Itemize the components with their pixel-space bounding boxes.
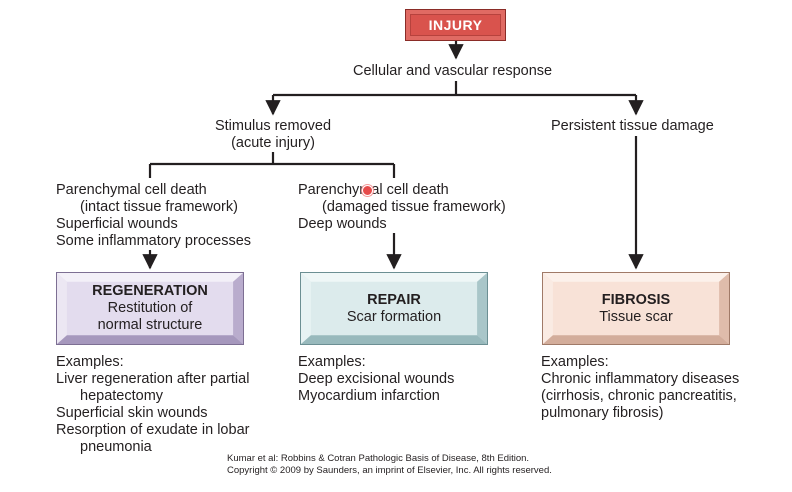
example-line: hepatectomy [80,388,164,404]
cellular-vascular-response: Cellular and vascular response [353,63,553,79]
regeneration-conditions: Parenchymal cell death (intact tissue fr… [56,182,251,250]
fibrosis-box-bevel [543,273,729,344]
copyright-notice: Copyright © 2009 by Saunders, an imprint… [227,465,552,476]
example-line: Examples: [56,354,124,370]
source-citation: Kumar et al: Robbins & Cotran Pathologic… [227,453,530,464]
repair-box-bevel [301,273,487,344]
regeneration-examples: Examples: Liver regeneration after parti… [56,354,249,456]
regeneration-box: REGENERATION Restitution of normal struc… [56,272,244,345]
example-line: (cirrhosis, chronic pancreatitis, [541,388,737,404]
regeneration-title: REGENERATION [92,283,208,299]
condition-line: Parenchymal cell death [298,182,449,198]
injury-label: INJURY [410,14,501,36]
condition-line: (damaged tissue framework) [322,199,506,215]
example-line: Chronic inflammatory diseases [541,371,740,387]
regeneration-line2: normal structure [97,317,203,333]
fibrosis-examples: Examples: Chronic inflammatory diseases … [541,354,739,422]
example-line: Examples: [298,354,366,370]
regeneration-box-face: REGENERATION Restitution of normal struc… [67,282,233,335]
example-line: pulmonary fibrosis) [541,405,664,421]
condition-line: Some inflammatory processes [56,233,252,249]
repair-conditions: Parenchymal cell death (damaged tissue f… [298,182,506,233]
fibrosis-box: FIBROSIS Tissue scar [542,272,730,345]
stimulus-removed-line1: Stimulus removed [214,118,332,134]
condition-line: Superficial wounds [56,216,178,232]
repair-box-face: REPAIR Scar formation [311,282,477,335]
repair-examples: Examples: Deep excisional wounds Myocard… [298,354,454,405]
regeneration-line1: Restitution of [107,300,193,316]
pointer-cursor-icon [362,185,373,196]
fibrosis-title: FIBROSIS [601,291,671,308]
repair-title: REPAIR [367,291,421,308]
example-line: Deep excisional wounds [298,371,455,387]
condition-line: Deep wounds [298,216,387,232]
example-line: pneumonia [80,439,152,455]
example-line: Resorption of exudate in lobar [56,422,250,438]
condition-line: (intact tissue framework) [80,199,238,215]
stimulus-removed-label: Stimulus removed (acute injury) [203,118,343,152]
injury-box: INJURY [405,9,506,41]
example-line: Myocardium infarction [298,388,440,404]
example-line: Examples: [541,354,609,370]
persistent-tissue-damage: Persistent tissue damage [551,118,714,134]
condition-line: Parenchymal cell death [56,182,207,198]
fibrosis-line1: Tissue scar [599,308,673,325]
example-line: Liver regeneration after partial [56,371,250,387]
repair-box: REPAIR Scar formation [300,272,488,345]
example-line: Superficial skin wounds [56,405,208,421]
regeneration-box-bevel [57,273,243,344]
fibrosis-box-face: FIBROSIS Tissue scar [553,282,719,335]
stimulus-removed-line2: (acute injury) [231,135,315,151]
repair-line1: Scar formation [346,308,442,325]
